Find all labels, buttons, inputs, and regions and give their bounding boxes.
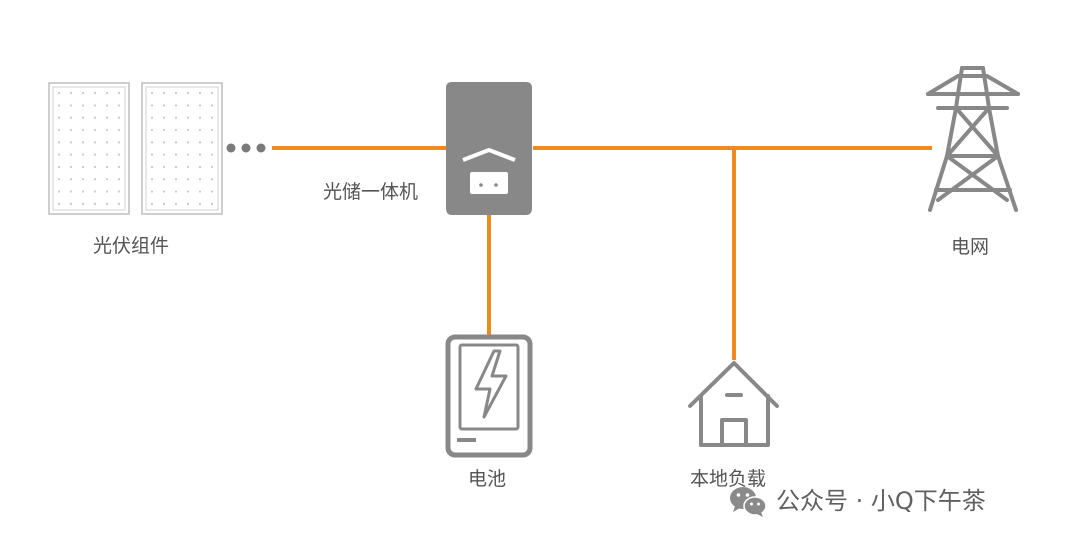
battery-label: 电池: [468, 468, 507, 490]
solar-panel-icon: [141, 82, 223, 215]
wechat-icon: [730, 487, 767, 517]
inverter-icon: [446, 82, 532, 215]
battery-icon: [445, 334, 533, 458]
solar-panel-icon: [48, 82, 130, 215]
connection-lines: [272, 146, 932, 360]
pv-modules-label: 光伏组件: [93, 235, 170, 257]
local-load-label: 本地负载: [690, 468, 767, 490]
grid-label: 电网: [951, 236, 990, 258]
house-icon: [688, 361, 779, 447]
ellipsis-icon: [226, 143, 266, 153]
transmission-tower-icon: [926, 66, 1020, 212]
watermark-text: 公众号 · 小Q下午茶: [776, 487, 986, 515]
hybrid-inverter-label: 光储一体机: [323, 181, 419, 203]
watermark: 公众号 · 小Q下午茶: [728, 484, 986, 518]
